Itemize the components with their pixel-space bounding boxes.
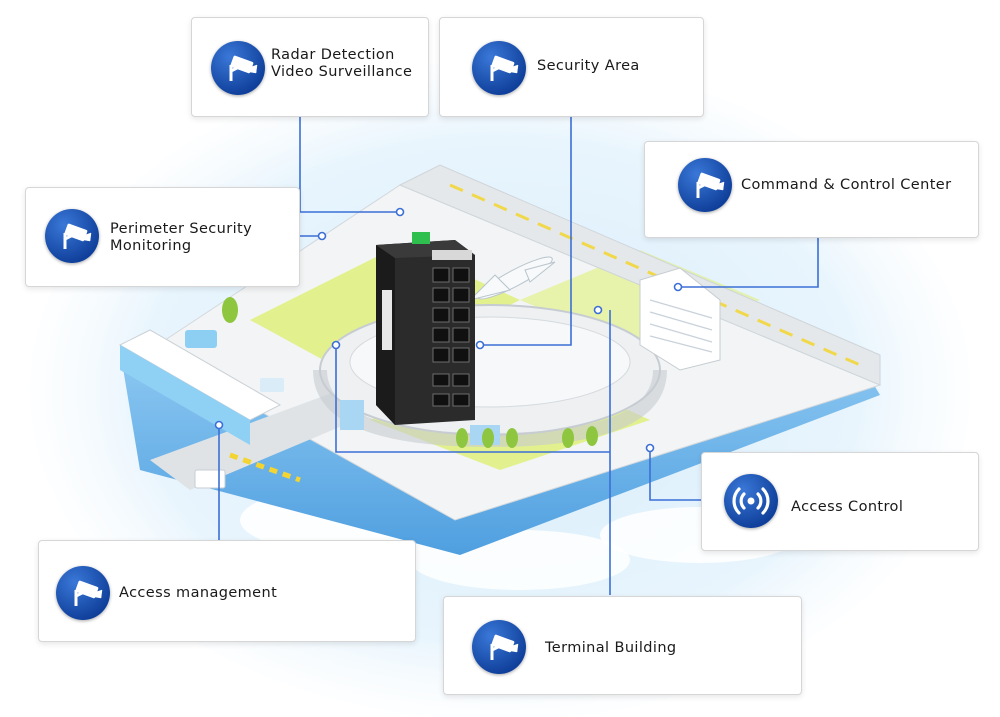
perimeter-label-line2: Monitoring: [110, 238, 192, 254]
perimeter-label: Perimeter Security Monitoring: [110, 221, 252, 255]
cctv-camera-icon: [45, 209, 99, 263]
radar-video-label: Radar Detection Video Surveillance: [271, 47, 412, 81]
control-building: [639, 267, 721, 371]
security-area-card: Security Area: [439, 17, 704, 117]
bus: [185, 330, 217, 348]
cctv-camera-icon: [56, 566, 110, 620]
command-center-label: Command & Control Center: [741, 177, 952, 193]
perimeter-card: Perimeter Security Monitoring: [25, 187, 300, 287]
command-center-card: Command & Control Center: [644, 141, 979, 238]
radar-video-card: Radar Detection Video Surveillance: [191, 17, 429, 117]
terminal-building-card: Terminal Building: [443, 596, 802, 695]
entry-building: [118, 329, 282, 421]
perimeter-label-line1: Perimeter Security: [110, 221, 253, 237]
truck: [194, 469, 226, 489]
cctv-camera-icon: [211, 41, 265, 95]
trees: [222, 297, 598, 448]
access-control-label: Access Control: [791, 499, 904, 515]
access-control-card: Access Control: [701, 452, 979, 551]
access-management-label: Access management: [119, 585, 278, 601]
van: [260, 378, 284, 392]
cctv-camera-icon: [472, 620, 526, 674]
platform-edge: [120, 350, 880, 555]
road: [150, 390, 380, 490]
network-switch: [376, 232, 475, 425]
radar-label-line2: Video Surveillance: [271, 64, 413, 80]
connector-lines: [214, 114, 819, 595]
cctv-camera-icon: [678, 158, 732, 212]
access-management-card: Access management: [38, 540, 416, 642]
airplane: [468, 256, 556, 301]
wireless-signal-icon: [724, 474, 778, 528]
security-area-label: Security Area: [537, 58, 640, 74]
radar-label-line1: Radar Detection: [271, 47, 395, 63]
cctv-camera-icon: [472, 41, 526, 95]
terminal-building-label: Terminal Building: [545, 640, 677, 656]
